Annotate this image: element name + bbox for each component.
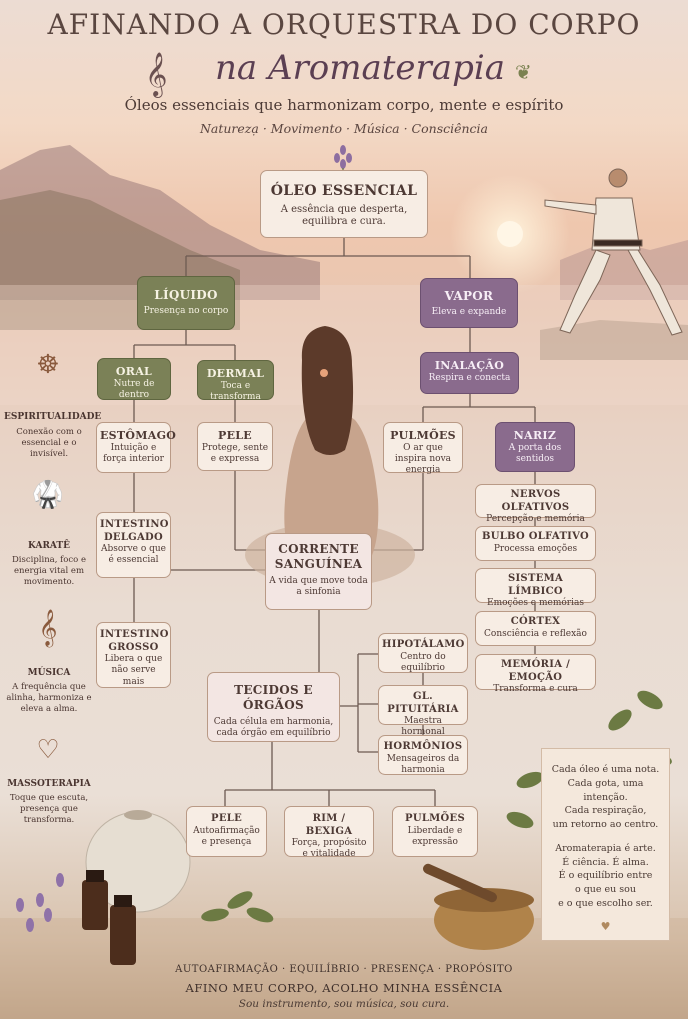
- script-title: na Aromaterapia: [215, 48, 505, 88]
- treble-clef-side-icon: 𝄞: [38, 608, 58, 646]
- karate-icon: 🥋: [31, 480, 65, 510]
- node-nariz: NARIZ A porta dos sentidos: [495, 422, 575, 472]
- node-oleo-essencial: ÓLEO ESSENCIAL A essência que desperta, …: [260, 170, 428, 238]
- node-corrente-sanguinea: CORRENTE SANGUÍNEA A vida que move toda …: [265, 533, 372, 610]
- poem-line: Aromaterapia é arte.: [555, 842, 656, 854]
- node-memoria-emocao: MEMÓRIA / EMOÇÃO Transforma e cura: [475, 654, 596, 694]
- poem-line: Cada respiração,: [564, 805, 647, 817]
- node-bulbo-olfativo: BULBO OLFATIVO Processa emoções: [475, 526, 596, 561]
- subtitle: Óleos essenciais que harmonizam corpo, m…: [124, 96, 564, 114]
- mountains-left: [0, 145, 320, 300]
- side-spiritualidade-desc: Conexão com o essencial e o invisível.: [16, 427, 82, 460]
- heart-icon: ♥: [600, 919, 611, 933]
- poem-line: um retorno ao centro.: [552, 819, 659, 831]
- node-rim-bexiga: RIM / BEXIGA Força, propósito e vitalida…: [284, 806, 374, 859]
- node-liquido: LÍQUIDO Presença no corpo: [137, 276, 235, 330]
- oil-bottle-2: [110, 905, 136, 965]
- side-karate-title: KARATÊ: [28, 541, 70, 551]
- theme-tags: Naturezạ · Movimento · Música · Consciên…: [199, 121, 489, 136]
- treble-clef-icon: 𝄞: [145, 52, 168, 96]
- poem-line: e o que escolho ser.: [558, 897, 653, 909]
- poem-line: Cada óleo é uma nota.: [551, 764, 660, 775]
- node-intestino-delgado: INTESTINO DELGADO Absorve o que é essenc…: [96, 512, 171, 578]
- node-pulmoes-inalacao: PULMÕES O ar que inspira nova energia: [383, 422, 463, 475]
- karate-figure: [544, 168, 683, 336]
- meditation-icon: ☸: [36, 350, 60, 380]
- lavender-sprig-top: [334, 145, 352, 178]
- node-hipotalamo: HIPOTÁLAMO Centro do equilíbrio: [378, 633, 468, 673]
- node-pituitaria: GL. PITUITÁRIA Maestra hormonal: [378, 685, 468, 737]
- poem-line: o que eu sou: [574, 884, 637, 896]
- node-vapor: VAPOR Eleva e expande: [420, 278, 518, 328]
- footer-motto: AFINO MEU CORPO, ACOLHO MINHA ESSÊNCIA: [185, 981, 503, 995]
- node-cortex: CÓRTEX Consciência e reflexão: [475, 611, 596, 646]
- poem-line: É ciência. É alma.: [562, 856, 649, 868]
- node-dermal: DERMAL Toca e transforma: [197, 360, 274, 402]
- poem-card: Cada óleo é uma nota. Cada gota, uma int…: [541, 748, 670, 941]
- footer-tagline: Sou instrumento, sou música, sou cura.: [238, 998, 450, 1010]
- side-spiritualidade-title: ESPIRITUALIDADE: [4, 412, 102, 422]
- hands-heart-icon: ♡: [36, 735, 60, 765]
- connector-lines: [133, 238, 536, 806]
- node-pulmoes-organ: PULMÕES Liberdade e expressão: [392, 806, 478, 857]
- side-karate-desc: Disciplina, foco e energia vital em movi…: [11, 555, 87, 588]
- node-oral: ORAL Nutre de dentro: [97, 358, 171, 400]
- side-musica-title: MÚSICA: [27, 668, 71, 678]
- node-estomago: ESTÔMAGO Intuição e força interior: [96, 422, 176, 473]
- side-musica-desc: A frequência que alinha, harmoniza e ele…: [6, 682, 92, 715]
- node-nervos-olfativos: NERVOS OLFATIVOS Percepção e memória: [475, 484, 596, 524]
- node-sistema-limbico: SISTEMA LÍMBICO Emoções e memórias: [475, 568, 596, 608]
- side-massoterapia-desc: Toque que escuta, presença que transform…: [9, 793, 89, 826]
- node-pele-organ: PELE Autoafirmação e presença: [186, 806, 267, 857]
- footer-values: AUTOAFIRMAÇÃO · EQUILÍBRIO · PRESENÇA · …: [175, 964, 513, 975]
- main-title: AFINANDO A ORQUESTRA DO CORPO: [47, 8, 641, 41]
- node-pele-derme: PELE Protege, sente e expressa: [197, 422, 273, 471]
- node-hormonios: HORMÔNIOS Mensageiros da harmonia: [378, 735, 468, 775]
- node-intestino-grosso: INTESTINO GROSSO Libera o que não serve …: [96, 622, 171, 688]
- side-massoterapia-title: MASSOTERAPIA: [7, 779, 91, 789]
- node-inalacao: INALAÇÃO Respira e conecta: [420, 352, 519, 394]
- oil-bottle-1: [82, 880, 108, 930]
- leaf-branch-icon: ❦: [515, 60, 532, 84]
- node-tecidos-orgaos: TECIDOS E ÓRGÃOS Cada célula em harmonia…: [207, 672, 340, 742]
- poem-line: É o equilíbrio entre: [558, 870, 653, 882]
- poem-line: Cada gota, uma intenção.: [567, 777, 644, 803]
